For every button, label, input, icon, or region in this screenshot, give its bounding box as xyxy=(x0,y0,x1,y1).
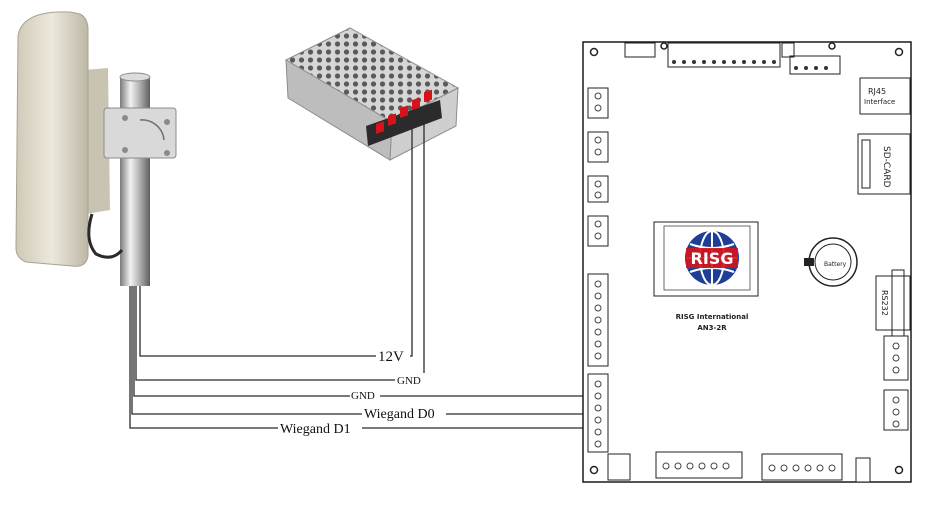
wire-gnd-ctrl xyxy=(133,286,590,397)
label-wiegand-d1: Wiegand D1 xyxy=(280,422,351,437)
label-gnd-ctrl: GND xyxy=(351,390,375,402)
psu-terminal-strip xyxy=(366,100,442,146)
rs232-connector: RS232 xyxy=(875,269,911,337)
wire-wiegand-d1 xyxy=(129,286,590,429)
rj45-label-1: RJ45 xyxy=(868,87,886,96)
brand-name: RISG International xyxy=(676,313,749,321)
rs232-label: RS232 xyxy=(880,290,889,316)
label-gnd-psu: GND xyxy=(397,375,421,387)
reader-panel xyxy=(15,11,89,267)
wires xyxy=(129,124,590,429)
battery-label: Battery xyxy=(824,261,847,268)
sd-card-slot: SD-CARD xyxy=(857,133,911,195)
pole-top-cap xyxy=(119,72,151,82)
left-terminal-screws xyxy=(594,92,602,448)
brand-logo: RISG xyxy=(653,221,759,297)
model-name: AN3-2R xyxy=(697,324,727,332)
logo-text: RISG xyxy=(691,249,734,268)
power-supply xyxy=(284,27,460,161)
sd-card-label: SD-CARD xyxy=(881,146,891,188)
rfid-reader xyxy=(15,11,177,286)
rj45-label-2: Interface xyxy=(864,98,895,106)
label-12v: 12V xyxy=(378,349,404,365)
battery: Battery xyxy=(804,237,858,287)
wire-gnd-psu xyxy=(135,124,425,381)
reader-cable-loop xyxy=(87,213,124,259)
top-headers xyxy=(624,42,841,75)
left-terminal-blocks xyxy=(587,87,609,453)
wire-12v xyxy=(139,128,413,357)
reader-input-terminal xyxy=(587,373,609,453)
mounting-bracket xyxy=(103,107,177,159)
rj45-connector xyxy=(859,77,911,115)
psu-screw-terminals xyxy=(376,89,432,134)
mounting-holes xyxy=(589,42,904,475)
reader-back-housing xyxy=(84,68,110,214)
label-wiegand-d0: Wiegand D0 xyxy=(364,407,435,422)
controller-board: RJ45 Interface SD-CARD xyxy=(582,41,912,483)
